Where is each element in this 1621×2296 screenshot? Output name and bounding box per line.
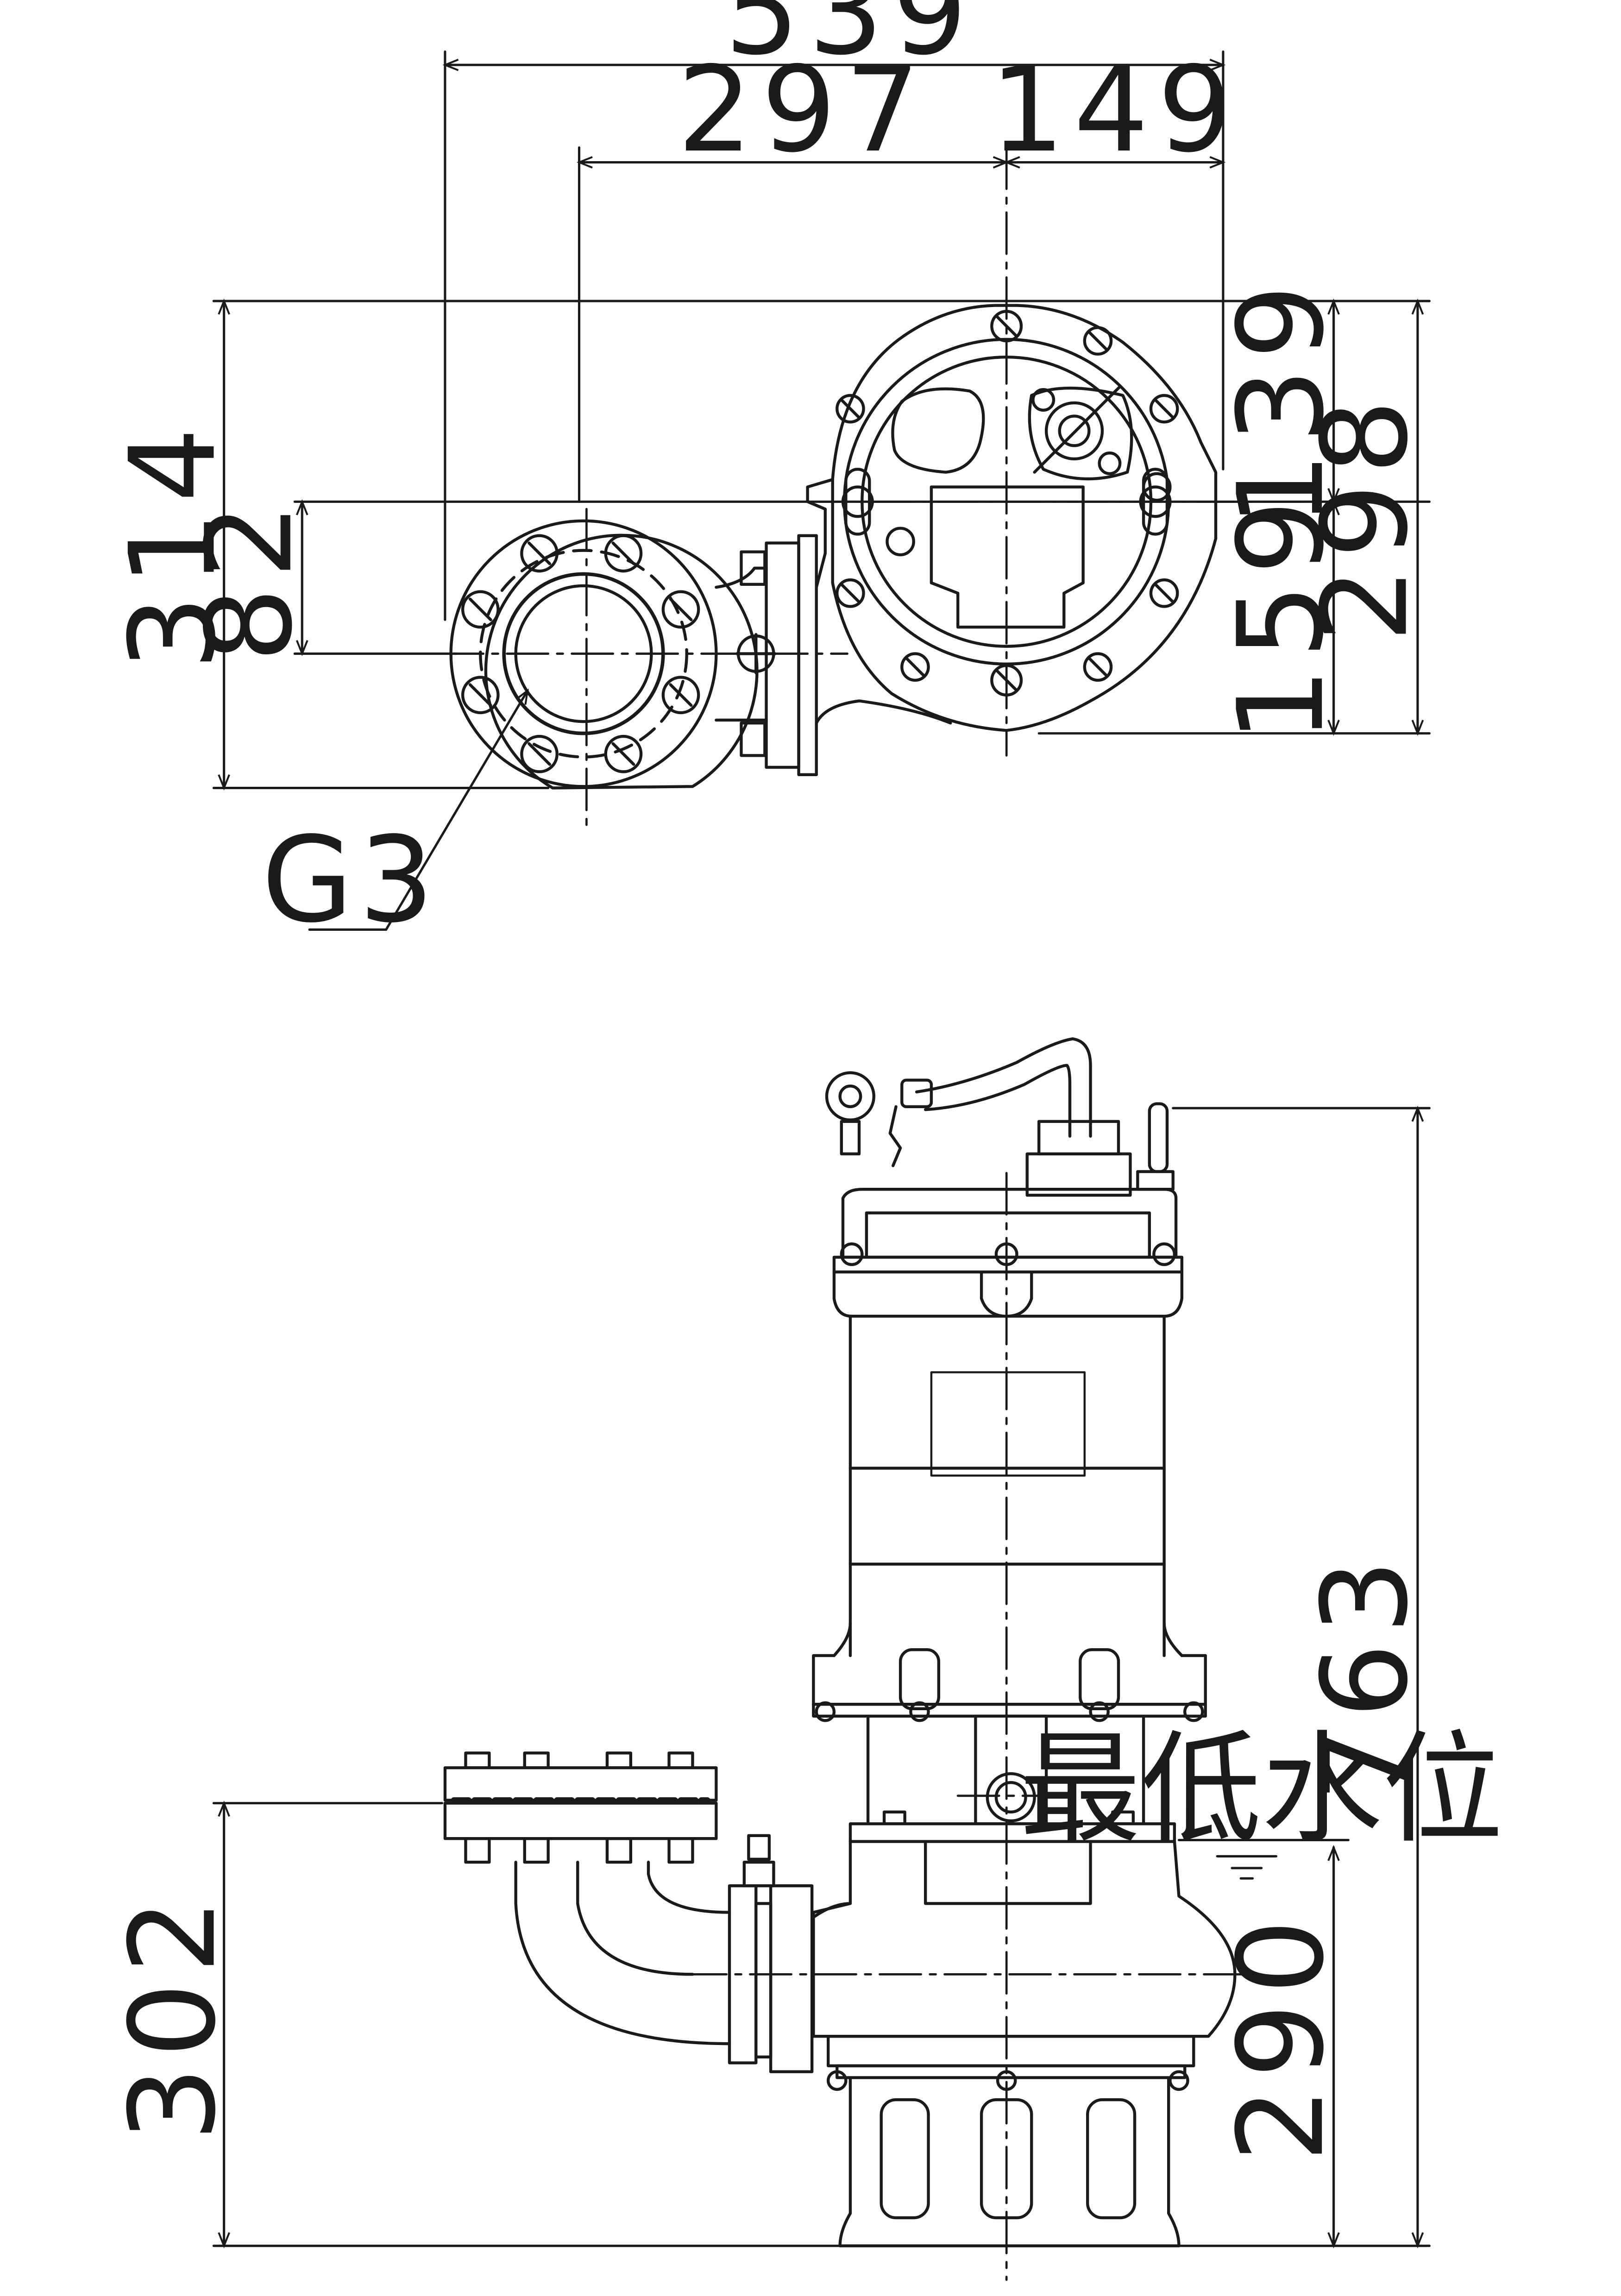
water-level-symbol	[1216, 1855, 1277, 1880]
dim-center-to-bottom: 159	[1213, 491, 1350, 743]
dim-discharge-to-center: 297	[678, 42, 929, 179]
dim-top-to-center: 139	[1213, 276, 1350, 527]
dim-overall-width: 539	[724, 0, 976, 82]
motor-plan	[831, 304, 1218, 732]
plan-dimension-lines	[218, 58, 1424, 790]
discharge-size-label: G3	[262, 812, 440, 949]
dim-right-depth: 298	[1297, 390, 1434, 642]
discharge-flange	[449, 519, 759, 790]
discharge-elbow	[715, 478, 952, 777]
side-dimension-lines	[218, 1105, 1424, 2249]
side-view	[212, 1037, 1431, 2281]
motor-cover-bolts	[836, 310, 1179, 696]
strainer-base	[838, 2076, 1181, 2247]
motor-head	[832, 1188, 1183, 1318]
dim-discharge-height: 302	[105, 1890, 242, 2142]
cable-and-top-fittings	[825, 1037, 1175, 1197]
pump-casing	[812, 1810, 1237, 2091]
plan-center-lines	[441, 146, 1328, 828]
dim-overall-depth: 314	[105, 419, 242, 671]
plan-view	[212, 50, 1431, 931]
side-extension-lines	[212, 1107, 1431, 2247]
plan-view-labels: 539 297 149 314 82 139 159 298 G3	[105, 0, 1434, 949]
discharge-elbow-side	[443, 1751, 852, 2073]
dim-min-water-level-height: 290	[1213, 1910, 1350, 2162]
dim-overall-height: 763	[1297, 1550, 1434, 1802]
dim-center-to-right: 149	[990, 42, 1241, 179]
side-view-labels: 763 302 290 最低水位	[105, 1550, 1503, 2162]
min-water-level-label: 最低水位	[1020, 1719, 1503, 1860]
discharge-flange-bolts	[461, 534, 700, 773]
g3-leader	[308, 688, 529, 931]
motor-body	[812, 1315, 1207, 1722]
discharge-flange-side-bolts	[464, 1751, 694, 1864]
dim-discharge-offset: 82	[182, 495, 319, 663]
